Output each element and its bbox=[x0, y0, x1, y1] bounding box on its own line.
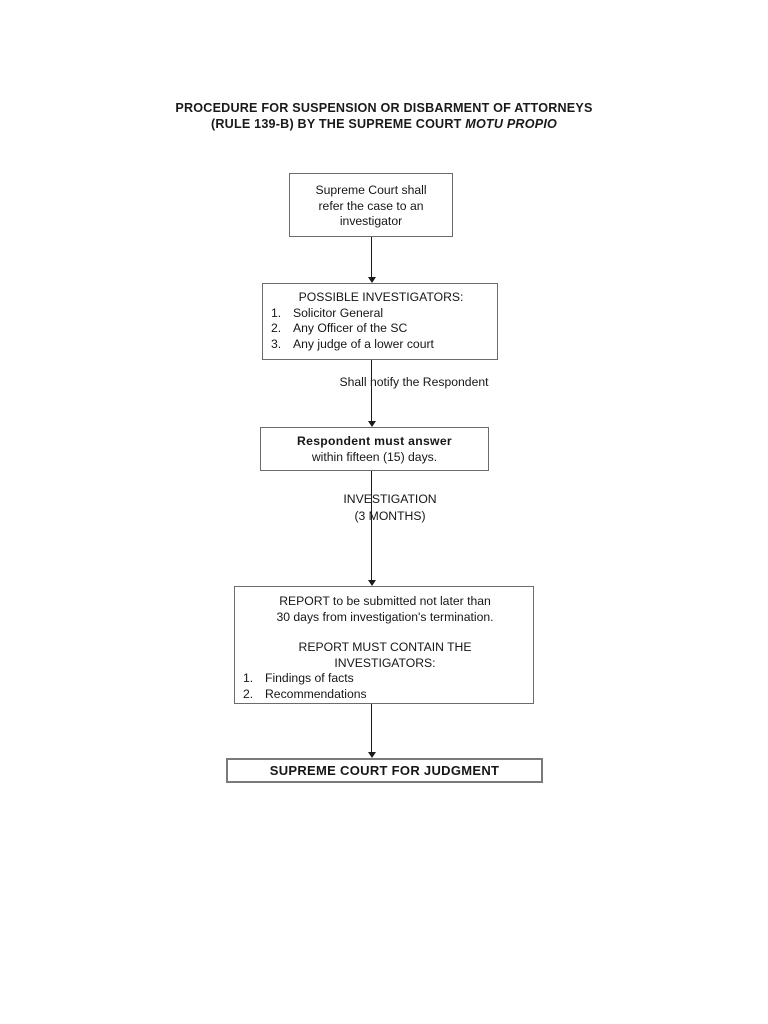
node-report-heading-line-1: REPORT MUST CONTAIN THE bbox=[298, 640, 472, 654]
node-possible-investigators: POSSIBLE INVESTIGATORS: 1. Solicitor Gene… bbox=[262, 283, 498, 360]
list-item-label: Findings of facts bbox=[265, 671, 354, 685]
title-italic-motu-propio: MOTU PROPIO bbox=[465, 117, 558, 131]
list-item-number: 1. bbox=[243, 671, 254, 685]
list-item: 1. Solicitor General bbox=[271, 306, 491, 322]
edge-label-shall-notify: Shall notify the Respondent bbox=[339, 375, 489, 389]
title-line-2-text: (RULE 139-B) BY THE SUPREME COURT bbox=[210, 117, 466, 131]
node-respondent-must-answer: Respondent must answer within fifteen (1… bbox=[260, 427, 489, 471]
title-line-1: PROCEDURE FOR SUSPENSION OR DISBARMENT O… bbox=[175, 101, 593, 115]
node-report-heading: REPORT MUST CONTAIN THE INVESTIGATORS: bbox=[243, 640, 527, 671]
edge-label-investigation-line-1: INVESTIGATION bbox=[343, 492, 437, 506]
node-report-list: 1. Findings of facts 2. Recommendations bbox=[243, 671, 527, 702]
node-report-line-2: 30 days from investigation's termination… bbox=[276, 609, 494, 624]
list-item-label: Recommendations bbox=[265, 686, 367, 701]
edge-label-investigation-line-2: (3 MONTHS) bbox=[354, 508, 426, 523]
arrowhead-icon bbox=[367, 752, 376, 758]
node-answer-line-2: within fifteen (15) days. bbox=[311, 449, 438, 464]
node-report-line-1: REPORT to be submitted not later than bbox=[279, 594, 491, 608]
edge-label-investigation: INVESTIGATION (3 MONTHS) bbox=[0, 491, 768, 524]
list-item: 2. Any Officer of the SC bbox=[271, 321, 491, 337]
node-investigators-list: 1. Solicitor General 2. Any Officer of the… bbox=[271, 306, 491, 353]
arrowhead-icon bbox=[367, 580, 376, 586]
node-report-spacer bbox=[243, 625, 527, 640]
list-item-label: Solicitor General bbox=[293, 305, 384, 320]
arrowhead-icon bbox=[367, 277, 376, 283]
node-refer-text: Supreme Court shall refer the case to an… bbox=[290, 183, 452, 230]
list-item-number: 1. bbox=[271, 305, 282, 320]
list-item: 1. Findings of facts bbox=[243, 671, 527, 687]
list-item-label: Any Officer of the SC bbox=[293, 321, 408, 335]
connector-line bbox=[371, 360, 373, 421]
arrowhead-icon bbox=[367, 421, 376, 427]
node-report-heading-line-2: INVESTIGATORS: bbox=[334, 655, 436, 670]
connector-line bbox=[371, 704, 373, 752]
node-report-requirements: REPORT to be submitted not later than 30… bbox=[234, 586, 534, 704]
list-item-number: 2. bbox=[271, 321, 282, 335]
node-supreme-court-for-judgment: SUPREME COURT FOR JUDGMENT bbox=[226, 758, 543, 783]
list-item-label: Any judge of a lower court bbox=[293, 336, 434, 351]
node-refer-to-investigator: Supreme Court shall refer the case to an… bbox=[289, 173, 453, 237]
node-judgment-label: SUPREME COURT FOR JUDGMENT bbox=[269, 763, 500, 778]
node-answer-line-bold: Respondent must answer bbox=[297, 434, 452, 448]
page-title: PROCEDURE FOR SUSPENSION OR DISBARMENT O… bbox=[0, 100, 768, 132]
node-refer-line-2: refer the case to an bbox=[318, 198, 424, 213]
node-investigators-heading: POSSIBLE INVESTIGATORS: bbox=[298, 290, 464, 304]
node-report-intro: REPORT to be submitted not later than 30… bbox=[243, 594, 527, 625]
title-line-2: (RULE 139-B) BY THE SUPREME COURT MOTU P… bbox=[0, 116, 768, 132]
list-item-number: 3. bbox=[271, 336, 282, 351]
connector-line bbox=[371, 471, 373, 580]
list-item-number: 2. bbox=[243, 686, 254, 701]
node-answer-text: Respondent must answer within fifteen (1… bbox=[261, 434, 488, 465]
node-refer-line-1: Supreme Court shall bbox=[315, 183, 427, 197]
list-item: 2. Recommendations bbox=[243, 687, 527, 703]
node-refer-line-3: investigator bbox=[339, 214, 403, 228]
list-item: 3. Any judge of a lower court bbox=[271, 337, 491, 353]
connector-line bbox=[371, 237, 373, 277]
